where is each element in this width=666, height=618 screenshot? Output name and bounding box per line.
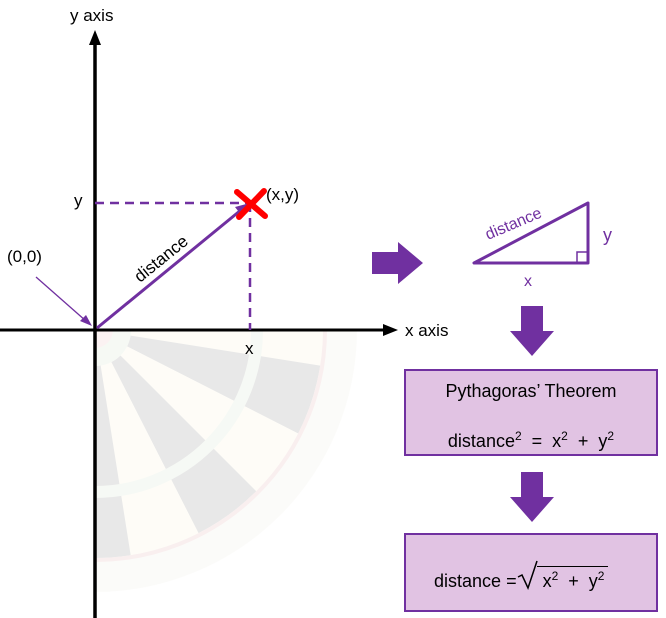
- theorem-title: Pythagoras’ Theorem: [445, 381, 617, 401]
- x-tick-label: x: [245, 339, 254, 358]
- y-tick-label: y: [74, 191, 83, 210]
- origin-pointer-arrowhead: [80, 315, 92, 326]
- dartboard-segment: [95, 365, 131, 559]
- theorem-plus: +: [577, 431, 589, 451]
- distance-formula: distance = x2+y2: [434, 560, 609, 592]
- theorem-equation: distance2=x2+y2: [406, 429, 656, 452]
- dartboard-background: [0, 127, 357, 592]
- dartboard-segment: [0, 226, 63, 324]
- distance-vector: [96, 208, 242, 330]
- dartboard-segment: [0, 127, 79, 305]
- dartboard-segment: [0, 336, 63, 434]
- pythagoras-theorem-box: Pythagoras’ Theorem distance2=x2+y2: [404, 369, 658, 456]
- dartboard-segment: [0, 169, 70, 314]
- dartboard-segments: [0, 127, 324, 559]
- dartboard-segment: [0, 346, 70, 491]
- formula-equals: =: [506, 571, 517, 591]
- theorem-term2: y: [598, 431, 608, 451]
- theorem-lhs-power: 2: [514, 429, 522, 443]
- dartboard-segment: [111, 355, 257, 534]
- dartboard-segment: [127, 335, 321, 434]
- point-marker-icon: [234, 188, 268, 220]
- dartboard-segment: [127, 226, 320, 324]
- x-axis: [0, 324, 398, 336]
- dartboard-segment: [0, 355, 79, 533]
- y-axis-label: y axis: [70, 6, 113, 25]
- theorem-term1-power: 2: [561, 429, 568, 443]
- right-angle-mark: [576, 251, 588, 263]
- down-arrow-icon: [510, 306, 554, 356]
- theorem-equals: =: [531, 431, 543, 451]
- theorem-lhs: distance: [447, 431, 515, 451]
- triangle-base-label: x: [524, 273, 532, 290]
- y-axis-arrowhead: [89, 30, 101, 45]
- right-triangle: [472, 201, 590, 265]
- dartboard-segment: [120, 346, 299, 492]
- square-root-icon: [517, 560, 538, 590]
- right-arrow-icon: [372, 242, 423, 284]
- formula-term1-power: 2: [551, 569, 559, 583]
- origin-pointer: [35, 276, 87, 322]
- x-axis-label: x axis: [405, 321, 448, 340]
- dartboard-segment: [0, 362, 89, 555]
- dartboard-segment: [100, 362, 199, 556]
- down-arrow-icon-2: [510, 472, 554, 522]
- theorem-term1: x: [552, 431, 562, 451]
- square-root: x2+y2: [517, 560, 609, 592]
- formula-term2-power: 2: [597, 569, 605, 583]
- point-label: (x,y): [266, 185, 299, 204]
- formula-term2: y: [588, 571, 598, 591]
- formula-plus: +: [568, 571, 579, 591]
- distance-formula-box: distance = x2+y2: [404, 533, 658, 612]
- formula-lhs: distance: [434, 571, 502, 591]
- theorem-term2-power: 2: [607, 429, 615, 443]
- x-axis-arrowhead: [383, 324, 398, 336]
- formula-term1: x: [542, 571, 552, 591]
- dartboard-segment: [130, 330, 324, 366]
- origin-label: (0,0): [7, 247, 42, 266]
- triangle-height-label: y: [603, 225, 612, 245]
